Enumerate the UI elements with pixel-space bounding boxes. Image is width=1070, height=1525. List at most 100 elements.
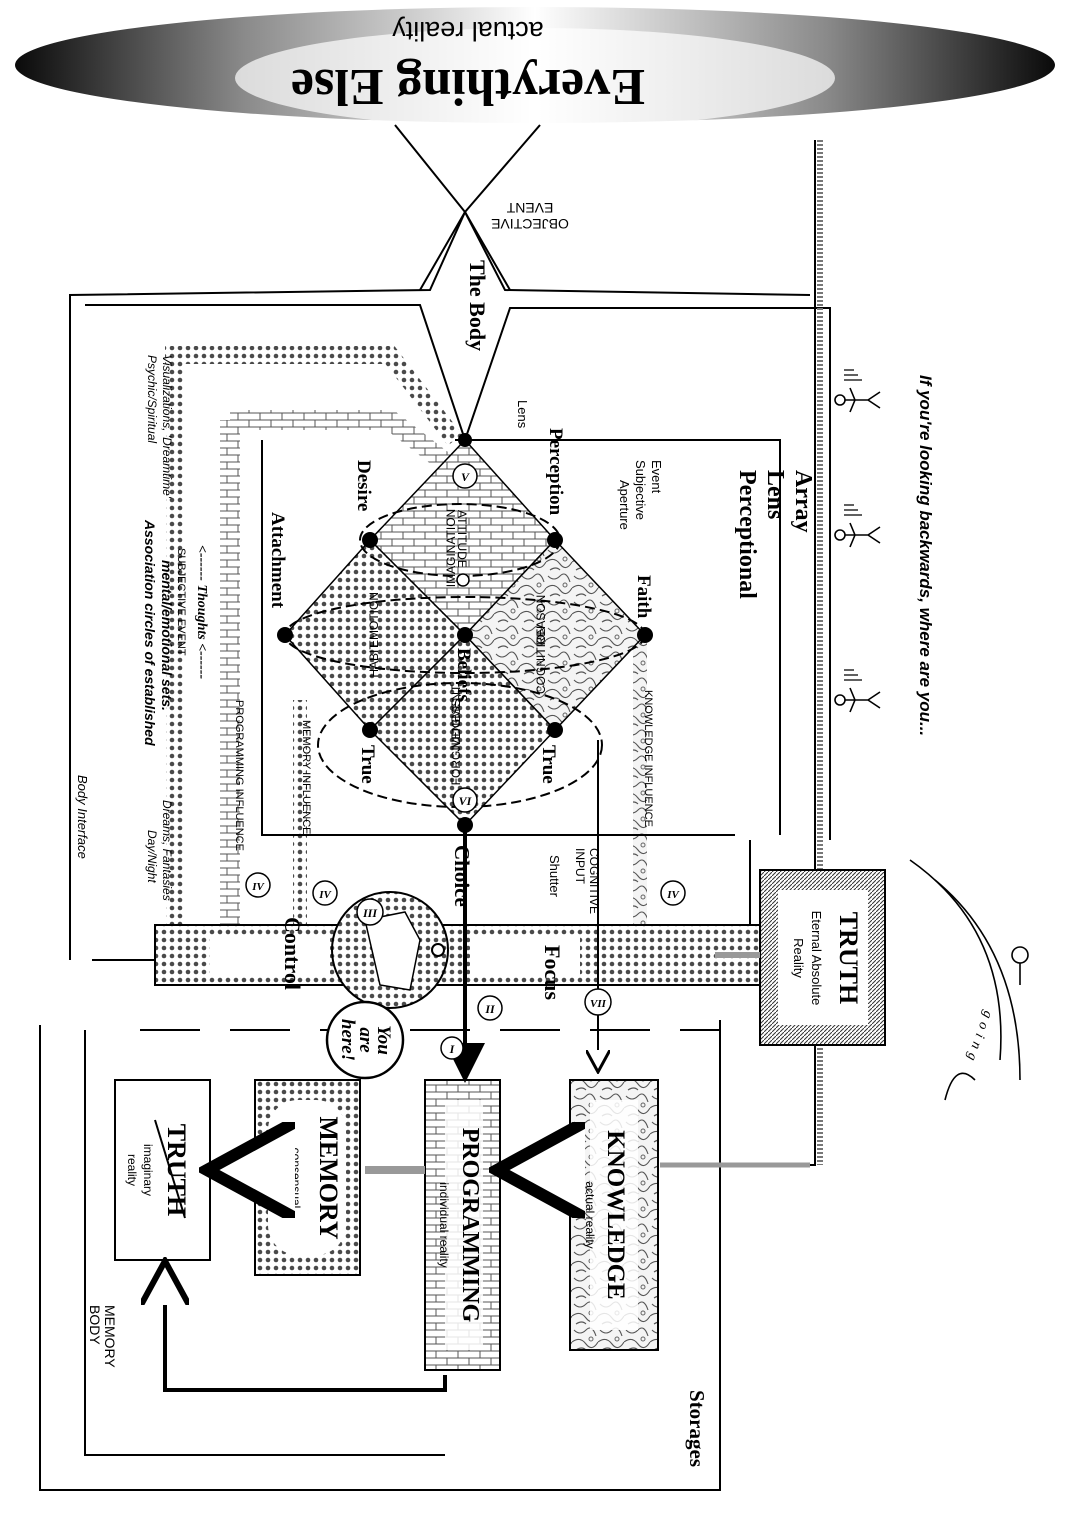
knowledge-influence-label: KNOWLEDGE INFLUENCE (642, 690, 654, 827)
shutter-label: Shutter (547, 855, 562, 898)
lens-array-frame (261, 439, 781, 836)
truth-imaginary-sub2: reality (125, 1154, 139, 1186)
you-are-here-marker: Youarehere! (325, 1000, 405, 1080)
memory-sub2: reality (273, 1162, 287, 1194)
stick-figure-icon (834, 669, 881, 713)
attitude-label: ATTITUDE (455, 510, 469, 568)
strikethrough-line (154, 1119, 186, 1219)
body-interface-label: Body Interface (75, 775, 90, 859)
programming-title: PROGRAMMING (457, 1128, 483, 1323)
truth-eternal-line1: Eternal Absolute (809, 911, 824, 1006)
objective-funnel (69, 124, 831, 960)
stick-figure-icon (834, 369, 881, 413)
knowledge-sub: actual reality (583, 1181, 597, 1248)
thoughts-label: <------ Thoughts <------ (194, 545, 209, 679)
flow-arrows (165, 740, 810, 1392)
reason-label: REASON (534, 595, 548, 646)
node-true-right (547, 722, 563, 738)
lens-lattice (283, 438, 647, 827)
node-beliefs (457, 627, 473, 643)
truth-imaginary-title: TRUTH (162, 1124, 191, 1216)
imagination-label: IMAGINATION (444, 509, 458, 587)
cognitive-input-label: COGNITIVEINPUT (573, 848, 601, 914)
cognition-label: COGNITION (534, 626, 548, 694)
numeral-vi: VI (459, 794, 473, 808)
small-labels: Lens ApertureSubjectiveEvent ATTITUDE IM… (75, 355, 709, 1467)
forgiveness-label: FORGIVENESS (449, 699, 463, 786)
truth-eternal-line2: Reality (791, 938, 806, 978)
numeral-vii: VII (590, 998, 607, 1010)
lens-array-title: PerceptionalLensArray (734, 470, 816, 599)
programming-box: PROGRAMMING individual reality (424, 1079, 501, 1371)
node-perception (547, 532, 563, 548)
truth-imaginary-sub1: imaginary (141, 1144, 155, 1196)
focus-label: Focus (540, 945, 565, 1000)
going-label: going (962, 1009, 996, 1068)
numeral-iv-knowledge: IV (666, 889, 680, 901)
knowledge-box: KNOWLEDGE actual reality (569, 1079, 659, 1351)
node-true-left (362, 722, 378, 738)
association-label: Association circles of establishedmental… (142, 519, 175, 746)
memory-sub1: consensual (289, 1148, 303, 1209)
outer-channels (165, 346, 647, 940)
aperture-sun-icon (456, 573, 470, 587)
objective-event-text: OBJECTIVEEVENT (491, 200, 569, 232)
emotion-label: EMOTION (367, 592, 381, 648)
truth-imaginary-box: TRUTH imaginary reality (114, 1079, 211, 1261)
going-swoop (909, 859, 1029, 1101)
subjective-event-label: SUBJECTIVE EVENT (175, 548, 187, 656)
roman-markers: V VI III II I VII IV IV IV (245, 463, 686, 1060)
objective-event-label: OBJECTIVEEVENT (491, 200, 569, 232)
numeral-iv-memory: IV (318, 889, 332, 901)
true-left-label: True (357, 745, 378, 784)
habit-label: HABIT (367, 642, 381, 678)
numeral-v: V (461, 470, 470, 484)
node-desire (362, 532, 378, 548)
choice-label: Choice (450, 845, 474, 907)
desire-label: Desire (353, 460, 374, 511)
judgment-label: JUDGMENT (449, 684, 463, 751)
storages-label: Storages (685, 1390, 709, 1467)
beliefs-label: Beliefs (453, 648, 474, 702)
node-faith (637, 627, 653, 643)
node-labels: Perception Desire Attachment Faith Belie… (267, 428, 654, 1000)
walking-figures (834, 369, 881, 713)
the-body-label: The Body (465, 260, 490, 351)
truth-eternal-title: TRUTH (834, 912, 863, 1004)
tagline: If you're looking backwards, where are y… (916, 375, 935, 736)
node-body (458, 433, 472, 447)
header-subtitle: actual reality (392, 16, 544, 46)
aperture-label: ApertureSubjectiveEvent (617, 460, 664, 530)
day-night-label: Day/NightDreams, Fantasies (145, 800, 174, 901)
numeral-ii: II (484, 1002, 496, 1016)
memory-influence-label: MEMORY INFLUENCE (300, 720, 312, 835)
true-right-label: True (538, 745, 559, 784)
focus-control-channel (154, 891, 761, 1009)
header-cloud (15, 7, 1055, 128)
you-are-here-text: Youarehere! (337, 1019, 394, 1061)
node-focus-control (431, 943, 445, 957)
psychic-label: Psychic/SpiritualVisualizations, 'Dreamt… (145, 355, 174, 499)
perception-label: Perception (545, 428, 566, 516)
attachment-label: Attachment (267, 512, 288, 609)
knowledge-title: KNOWLEDGE (602, 1130, 629, 1299)
lens-nodes (277, 433, 653, 957)
programming-influence-label: PROGRAMMING INFLUENCE (233, 700, 245, 851)
numeral-i: I (449, 1042, 456, 1056)
faith-label: Faith (633, 575, 654, 619)
header-title: Everything Else (291, 58, 645, 115)
programming-sub: individual reality (437, 1182, 451, 1267)
truth-eternal-box: TRUTH Eternal Absolute Reality (759, 869, 886, 1046)
node-attachment (277, 627, 293, 643)
numeral-iv-programming: IV (251, 881, 265, 893)
lens-label: Lens (515, 400, 530, 429)
memory-title: MEMORY (314, 1116, 343, 1240)
control-label: Control (280, 917, 305, 990)
numeral-iii: III (362, 906, 378, 920)
body-memory-label: BODYMEMORY (87, 1305, 118, 1368)
node-choice (457, 817, 473, 833)
stick-figure-icon (834, 504, 881, 548)
header-text: Everything Else actual reality (291, 16, 645, 115)
